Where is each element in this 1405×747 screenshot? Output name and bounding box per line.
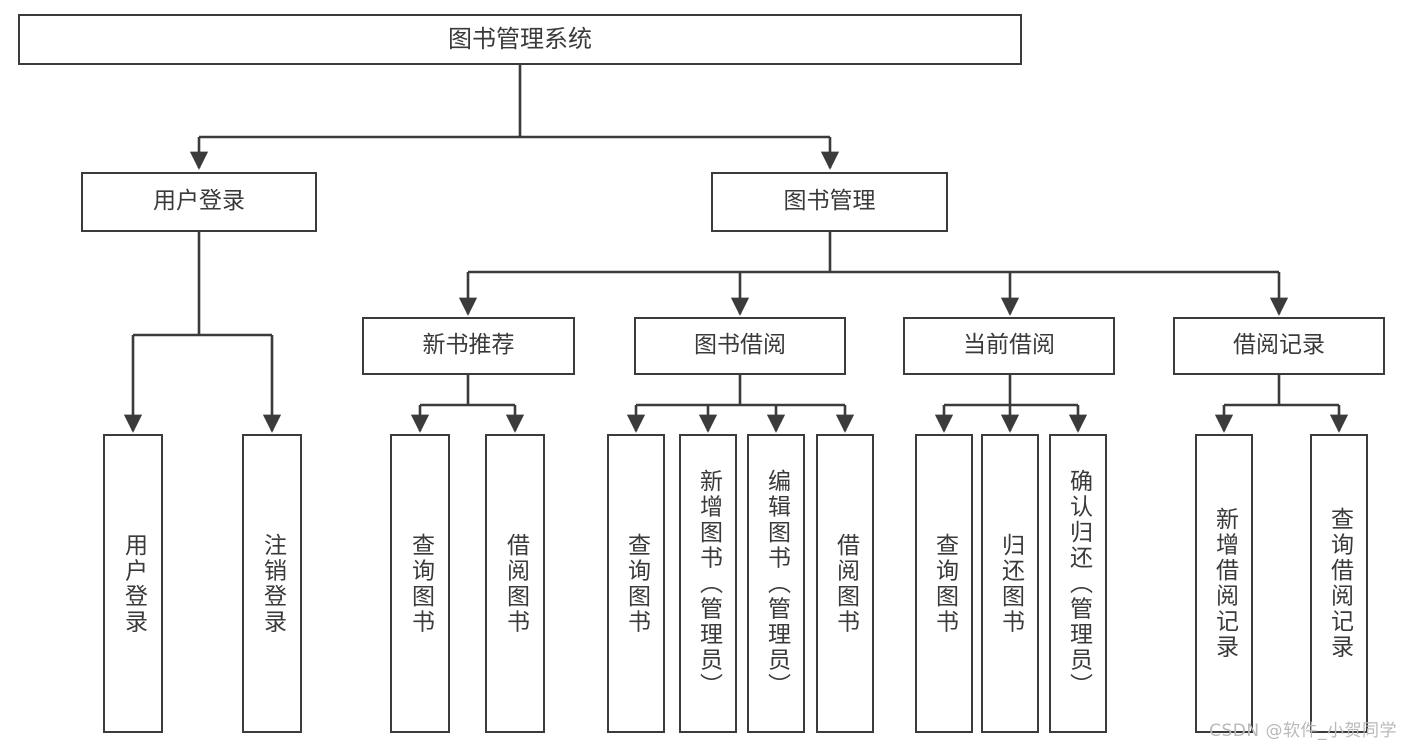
node-label: 注销登录: [259, 532, 286, 635]
leaf-edit-book-admin[interactable]: 编辑图书（管理员）: [747, 434, 805, 733]
node-label: 用户登录: [153, 188, 245, 215]
leaf-query-book-recommend[interactable]: 查询图书: [390, 434, 450, 733]
node-label: 归还图书: [997, 532, 1024, 635]
node-label: 新增图书（管理员）: [695, 468, 722, 699]
leaf-confirm-return-admin[interactable]: 确认归还（管理员）: [1049, 434, 1107, 733]
node-label: 查询图书: [623, 532, 650, 635]
node-book-management[interactable]: 图书管理: [711, 172, 948, 232]
node-root-book-management-system[interactable]: 图书管理系统: [18, 14, 1022, 65]
leaf-borrow-book-recommend[interactable]: 借阅图书: [485, 434, 545, 733]
node-borrowing-record[interactable]: 借阅记录: [1173, 317, 1385, 375]
node-label: 图书管理: [783, 188, 876, 215]
csdn-watermark: CSDN @软件_小贺同学: [1209, 721, 1397, 741]
node-label: 借阅图书: [502, 532, 529, 635]
node-label: 图书借阅: [694, 332, 786, 359]
node-label: 查询借阅记录: [1326, 507, 1353, 660]
node-book-borrowing[interactable]: 图书借阅: [634, 317, 846, 375]
leaf-query-book-borrow[interactable]: 查询图书: [607, 434, 665, 733]
node-label: 图书管理系统: [448, 25, 592, 54]
node-new-book-recommendation[interactable]: 新书推荐: [362, 317, 575, 375]
node-label: 确认归还（管理员）: [1065, 468, 1092, 699]
node-current-borrowing[interactable]: 当前借阅: [903, 317, 1115, 375]
node-label: 当前借阅: [963, 332, 1055, 359]
leaf-borrow-book[interactable]: 借阅图书: [816, 434, 874, 733]
node-label: 编辑图书（管理员）: [763, 468, 790, 699]
node-label: 新增借阅记录: [1211, 507, 1238, 660]
node-user-login[interactable]: 用户登录: [81, 172, 317, 232]
node-label: 用户登录: [120, 532, 147, 635]
leaf-add-borrow-record[interactable]: 新增借阅记录: [1195, 434, 1253, 733]
node-label: 借阅图书: [832, 532, 859, 635]
leaf-logout[interactable]: 注销登录: [242, 434, 302, 733]
node-label: 查询图书: [931, 532, 958, 635]
node-label: 新书推荐: [422, 332, 515, 359]
node-label: 借阅记录: [1233, 332, 1325, 359]
leaf-query-borrow-record[interactable]: 查询借阅记录: [1310, 434, 1368, 733]
node-label: 查询图书: [407, 532, 434, 635]
leaf-return-book[interactable]: 归还图书: [981, 434, 1039, 733]
leaf-query-book-current[interactable]: 查询图书: [915, 434, 973, 733]
leaf-user-login[interactable]: 用户登录: [103, 434, 163, 733]
leaf-add-book-admin[interactable]: 新增图书（管理员）: [679, 434, 737, 733]
